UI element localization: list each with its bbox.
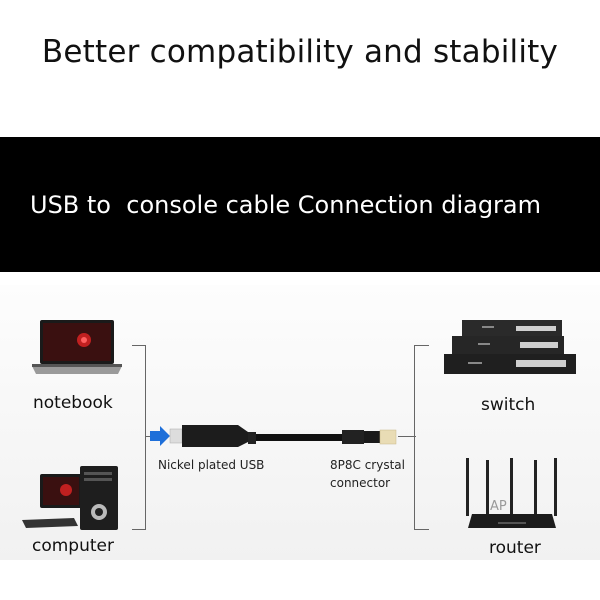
label-usb-end: Nickel plated USB xyxy=(158,458,265,472)
right-bracket xyxy=(414,345,429,530)
banner-title: USB to console cable Connection diagram xyxy=(30,191,542,219)
console-cable-icon xyxy=(150,425,397,447)
banner: USB to console cable Connection diagram xyxy=(0,137,600,272)
label-rj45-end-line2: connector xyxy=(330,476,391,490)
wifi-router-icon: AP xyxy=(466,458,557,528)
left-connector-line xyxy=(146,436,152,437)
label-router: router xyxy=(489,538,541,558)
arrow-icon xyxy=(150,426,170,446)
label-rj45-end-line1: 8P8C crystal xyxy=(330,458,405,472)
label-notebook: notebook xyxy=(33,393,113,413)
label-switch: switch xyxy=(481,395,536,415)
label-computer: computer xyxy=(32,536,114,556)
right-connector-line xyxy=(398,436,416,437)
headline: Better compatibility and stability xyxy=(41,34,559,70)
svg-text:AP: AP xyxy=(490,499,507,514)
left-bracket xyxy=(132,345,146,530)
laptop-icon xyxy=(32,320,122,374)
desktop-computer-icon xyxy=(22,466,118,530)
network-switch-icon xyxy=(444,320,576,374)
